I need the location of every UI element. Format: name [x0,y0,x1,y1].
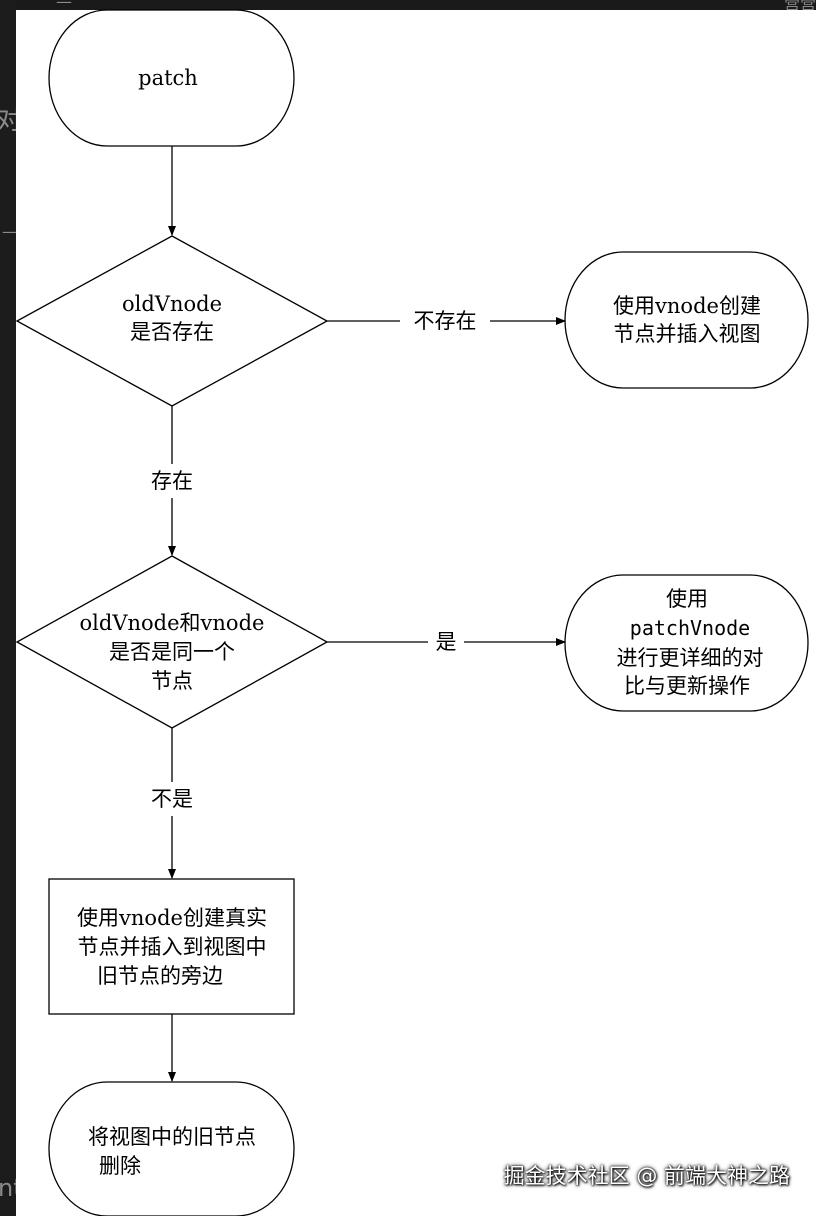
edge-no-label: 不是 [151,787,193,811]
background-fragment-top-left: — [56,0,72,11]
node-create-real-line-1: 使用vnode创建真实 [77,906,267,930]
node-create-insert-line-2: 节点并插入视图 [614,322,761,346]
node-decision-old-line-1: oldVnode [122,292,222,316]
site-watermark: 掘金技术社区 @ 前端大神之路 [503,1164,790,1188]
background-top-bar [0,0,816,10]
node-decision-same-line-2: 是否是同一个 [109,640,235,664]
background-left-strip [0,0,16,1216]
node-create-real-line-3: 旧节点的旁边 [97,964,223,988]
node-start-label: patch [138,66,198,90]
node-decision-same-line-1: oldVnode和vnode [80,611,265,635]
node-delete-old-shape [48,1081,295,1216]
node-patch-vnode-line-3: 进行更详细的对 [617,646,764,670]
node-create-real-line-2: 节点并插入到视图中 [78,935,267,959]
node-decision-same-line-3: 节点 [151,669,193,693]
edge-yes-label: 是 [436,630,457,654]
edge-not-exist-label-bg [400,306,490,336]
node-create-insert-line-1: 使用vnode创建 [613,294,761,318]
node-decision-old-line-2: 是否存在 [130,320,214,344]
edge-no-label-bg [140,782,204,816]
background-fragment-top-right: 营营 [783,0,816,13]
node-patch-vnode-line-4: 比与更新操作 [624,674,750,698]
edge-exist-label: 存在 [151,469,193,493]
edge-yes-label-bg [428,627,464,657]
node-patch-vnode-line-2: patchVnode [630,616,750,640]
node-delete-old-line-2: 删除 [99,1154,141,1178]
edge-exist-label-bg [140,464,204,498]
node-delete-old-line-1: 将视图中的旧节点 [88,1125,256,1149]
background-fragment-left-low: — [2,222,18,241]
node-create-insert-shape [564,251,809,389]
node-patch-vnode-line-1: 使用 [666,587,708,611]
edge-not-exist-label: 不存在 [414,309,477,333]
